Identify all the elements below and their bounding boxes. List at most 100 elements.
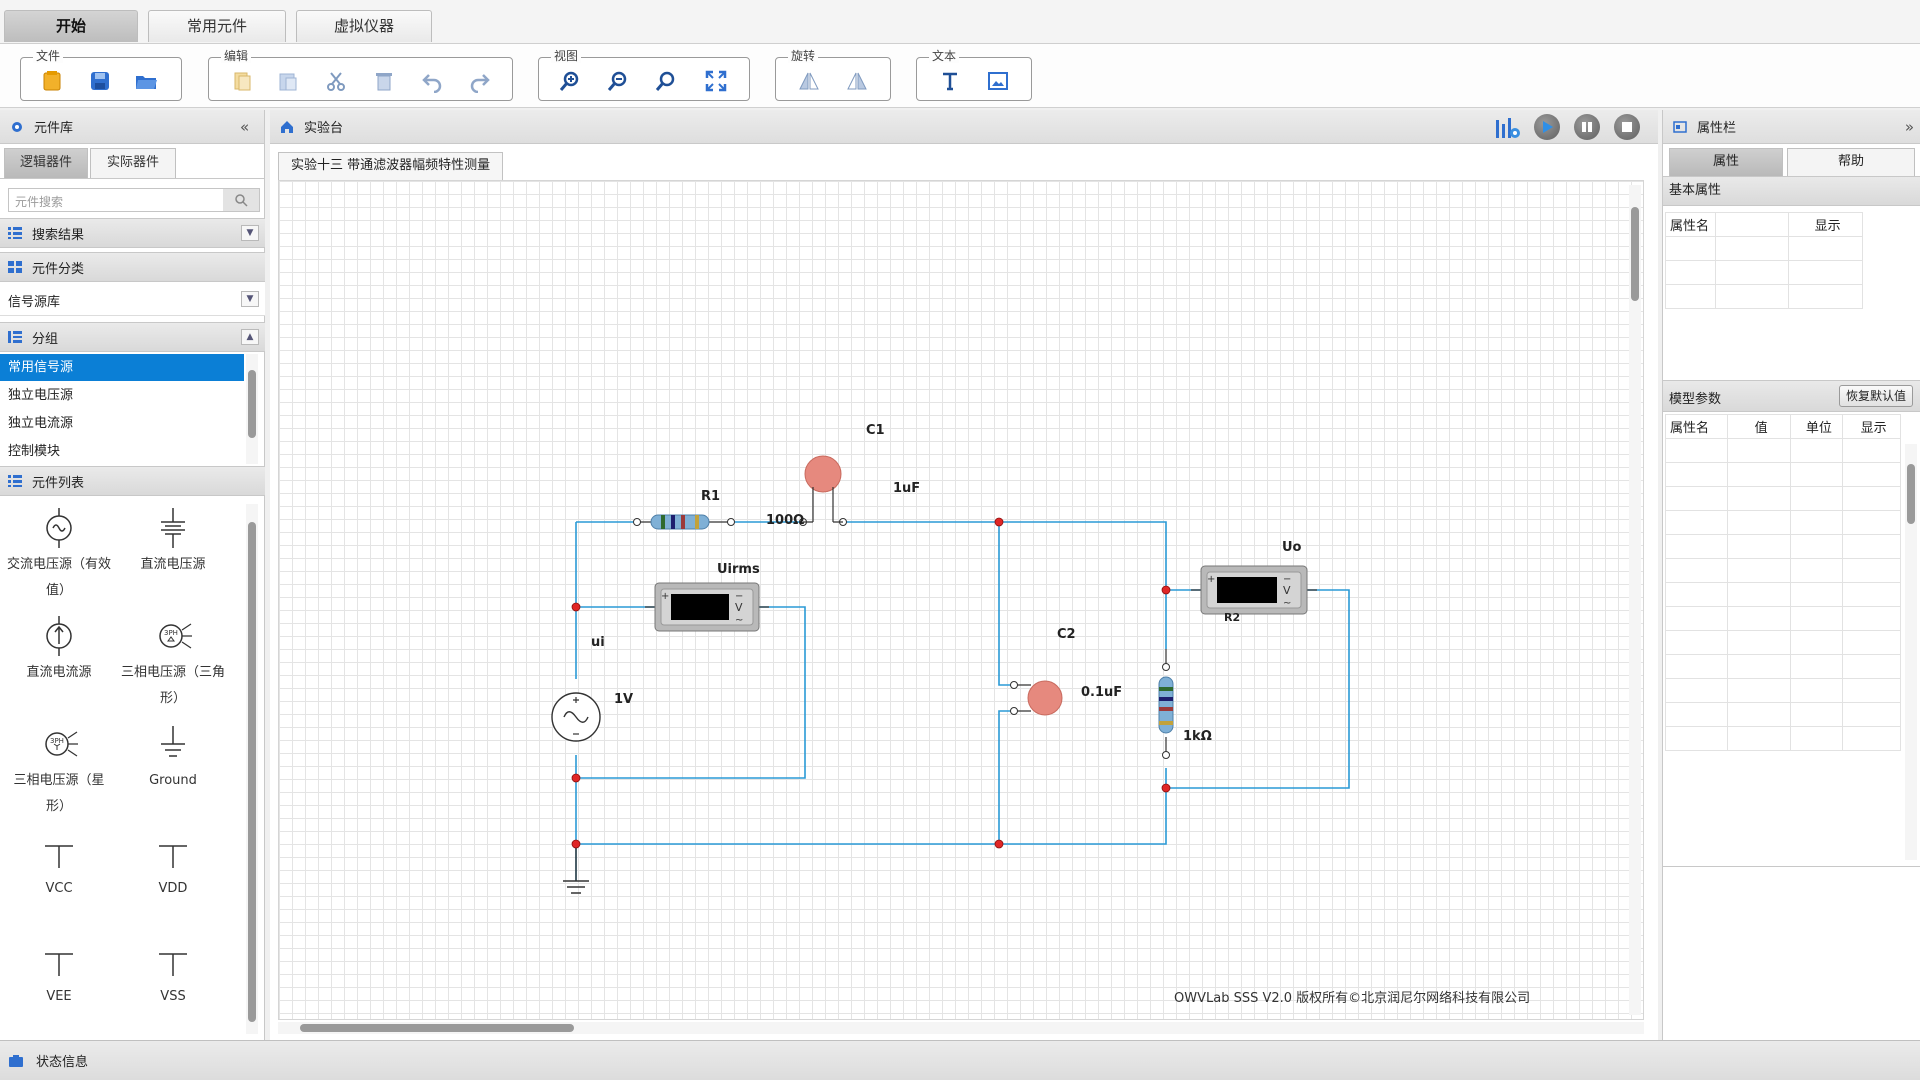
three-phase-delta-icon: 3PH (159, 623, 192, 649)
tab-properties[interactable]: 属性 (1669, 148, 1783, 176)
settings-chart-icon[interactable] (1494, 114, 1522, 140)
component-vdd[interactable]: VDD (118, 832, 228, 902)
vdd-icon (159, 845, 187, 868)
section-component-category[interactable]: 元件分类 (0, 252, 265, 282)
component-three-phase-delta[interactable]: 3PH 三相电压源（三角形） (118, 616, 228, 712)
tab-help[interactable]: 帮助 (1787, 148, 1915, 176)
svg-text:−: − (1283, 574, 1291, 585)
section-groups[interactable]: 分组 ▲ (0, 322, 265, 352)
stop-button[interactable] (1614, 114, 1640, 140)
label-r1: R1 (701, 489, 721, 504)
stop-icon (1622, 122, 1632, 132)
zoom-reset-icon[interactable] (653, 68, 679, 94)
component-vss[interactable]: VSS (118, 940, 228, 1010)
scroll-thumb[interactable] (300, 1024, 574, 1032)
tab-virtual-instruments[interactable]: 虚拟仪器 (296, 10, 432, 42)
canvas-vertical-scrollbar[interactable] (1629, 185, 1641, 1015)
component-ground[interactable]: Ground (118, 724, 228, 794)
paste-icon[interactable] (275, 68, 301, 94)
undo-icon[interactable] (419, 68, 445, 94)
divider (0, 178, 265, 179)
resistor-r2 (1158, 649, 1174, 759)
capacitor-c1 (799, 455, 847, 526)
experiment-tab[interactable]: 实验十三 带通滤波器幅频特性测量 (278, 152, 504, 180)
component-search-input[interactable]: 元件搜索 (8, 188, 260, 212)
component-vcc[interactable]: VCC (4, 832, 114, 902)
redo-icon[interactable] (467, 68, 493, 94)
tab-start[interactable]: 开始 (4, 10, 138, 42)
insert-image-icon[interactable] (985, 68, 1011, 94)
list-item[interactable]: 独立电压源 (8, 388, 74, 403)
collapse-left-icon[interactable]: « (240, 118, 250, 136)
canvas-horizontal-scrollbar[interactable] (278, 1022, 1644, 1034)
label-c2: C2 (1057, 627, 1076, 642)
tab-logic-devices[interactable]: 逻辑器件 (4, 148, 88, 178)
new-file-icon[interactable] (39, 68, 65, 94)
chevron-down-icon[interactable]: ▼ (241, 291, 259, 307)
component-label: 三相电压源（三角形） (120, 665, 225, 706)
circuit-canvas[interactable]: + − V ~ + − V ~ (278, 180, 1644, 1020)
zoom-out-icon[interactable] (605, 68, 631, 94)
search-icon[interactable] (223, 189, 259, 211)
flip-horizontal-icon[interactable] (796, 68, 822, 94)
voltmeter-uirms: + − V ~ (645, 582, 769, 632)
collapse-right-icon[interactable]: » (1904, 118, 1914, 136)
fit-screen-icon[interactable] (703, 68, 729, 94)
group-text-title: 文本 (929, 49, 960, 63)
copy-icon[interactable] (229, 68, 255, 94)
list-item[interactable]: 独立电流源 (8, 416, 74, 431)
component-dc-current[interactable]: 直流电流源 (4, 616, 114, 686)
tab-real-devices[interactable]: 实际器件 (90, 148, 176, 178)
properties-icon (1673, 120, 1687, 133)
component-ac-voltage-rms[interactable]: 交流电压源（有效值） (4, 508, 114, 604)
scroll-thumb[interactable] (1907, 464, 1915, 524)
component-label: VSS (160, 989, 186, 1004)
flip-vertical-icon[interactable] (844, 68, 870, 94)
section-component-list[interactable]: 元件列表 (0, 466, 265, 496)
component-vee[interactable]: VEE (4, 940, 114, 1010)
delete-icon[interactable] (371, 68, 397, 94)
capacitor-c2 (1010, 680, 1063, 716)
component-three-phase-star[interactable]: 3PH 三相电压源（星形） (4, 724, 114, 820)
scroll-thumb[interactable] (248, 522, 256, 1022)
zoom-in-icon[interactable] (557, 68, 583, 94)
play-button[interactable] (1534, 114, 1560, 140)
component-dc-voltage[interactable]: 直流电压源 (118, 508, 228, 578)
ac-source-icon (46, 508, 72, 548)
scroll-thumb[interactable] (1631, 207, 1639, 301)
workbench-header: 实验台 (270, 110, 1658, 144)
text-tool-icon[interactable] (937, 68, 963, 94)
section-search-results[interactable]: 搜索结果 ▼ (0, 218, 265, 248)
category-select[interactable]: 信号源库 ▼ (0, 282, 265, 316)
status-icon (9, 1054, 23, 1067)
model-params-table: 属性名 值 单位 显示 (1665, 414, 1901, 751)
divider (1663, 866, 1920, 867)
scroll-thumb[interactable] (248, 370, 256, 438)
svg-text:−: − (735, 591, 743, 602)
chevron-up-icon[interactable]: ▲ (241, 329, 259, 345)
component-list-scrollbar[interactable] (246, 504, 258, 1034)
label-ui-value: 1V (614, 692, 634, 707)
tab-common-components[interactable]: 常用元件 (148, 10, 286, 42)
property-panel-header: 属性栏 » (1663, 110, 1920, 144)
group-list-scrollbar[interactable] (246, 354, 258, 464)
model-params-scrollbar[interactable] (1905, 444, 1917, 860)
list-item[interactable]: 常用信号源 (0, 354, 244, 381)
label-uirms: Uirms (717, 562, 760, 577)
model-params-title: 模型参数 (1669, 392, 1722, 407)
chevron-down-icon[interactable]: ▼ (241, 225, 259, 241)
pause-button[interactable] (1574, 114, 1600, 140)
save-icon[interactable] (87, 68, 113, 94)
svg-text:3PH: 3PH (50, 737, 64, 745)
column-header: 值 (1726, 414, 1792, 439)
component-label: 直流电压源 (140, 557, 206, 572)
cut-icon[interactable] (323, 68, 349, 94)
label-c1-value: 1uF (893, 481, 921, 496)
list-item[interactable]: 控制模块 (8, 444, 61, 459)
restore-defaults-button[interactable]: 恢复默认值 (1838, 385, 1913, 407)
component-grid: 交流电压源（有效值） 直流电压源 直流电流源 3PH 三相电压源（三角形） 3P… (0, 500, 265, 1040)
open-folder-icon[interactable] (133, 68, 159, 94)
dc-current-icon (46, 616, 72, 656)
pause-icon (1582, 122, 1592, 132)
component-label: 直流电流源 (26, 665, 92, 680)
